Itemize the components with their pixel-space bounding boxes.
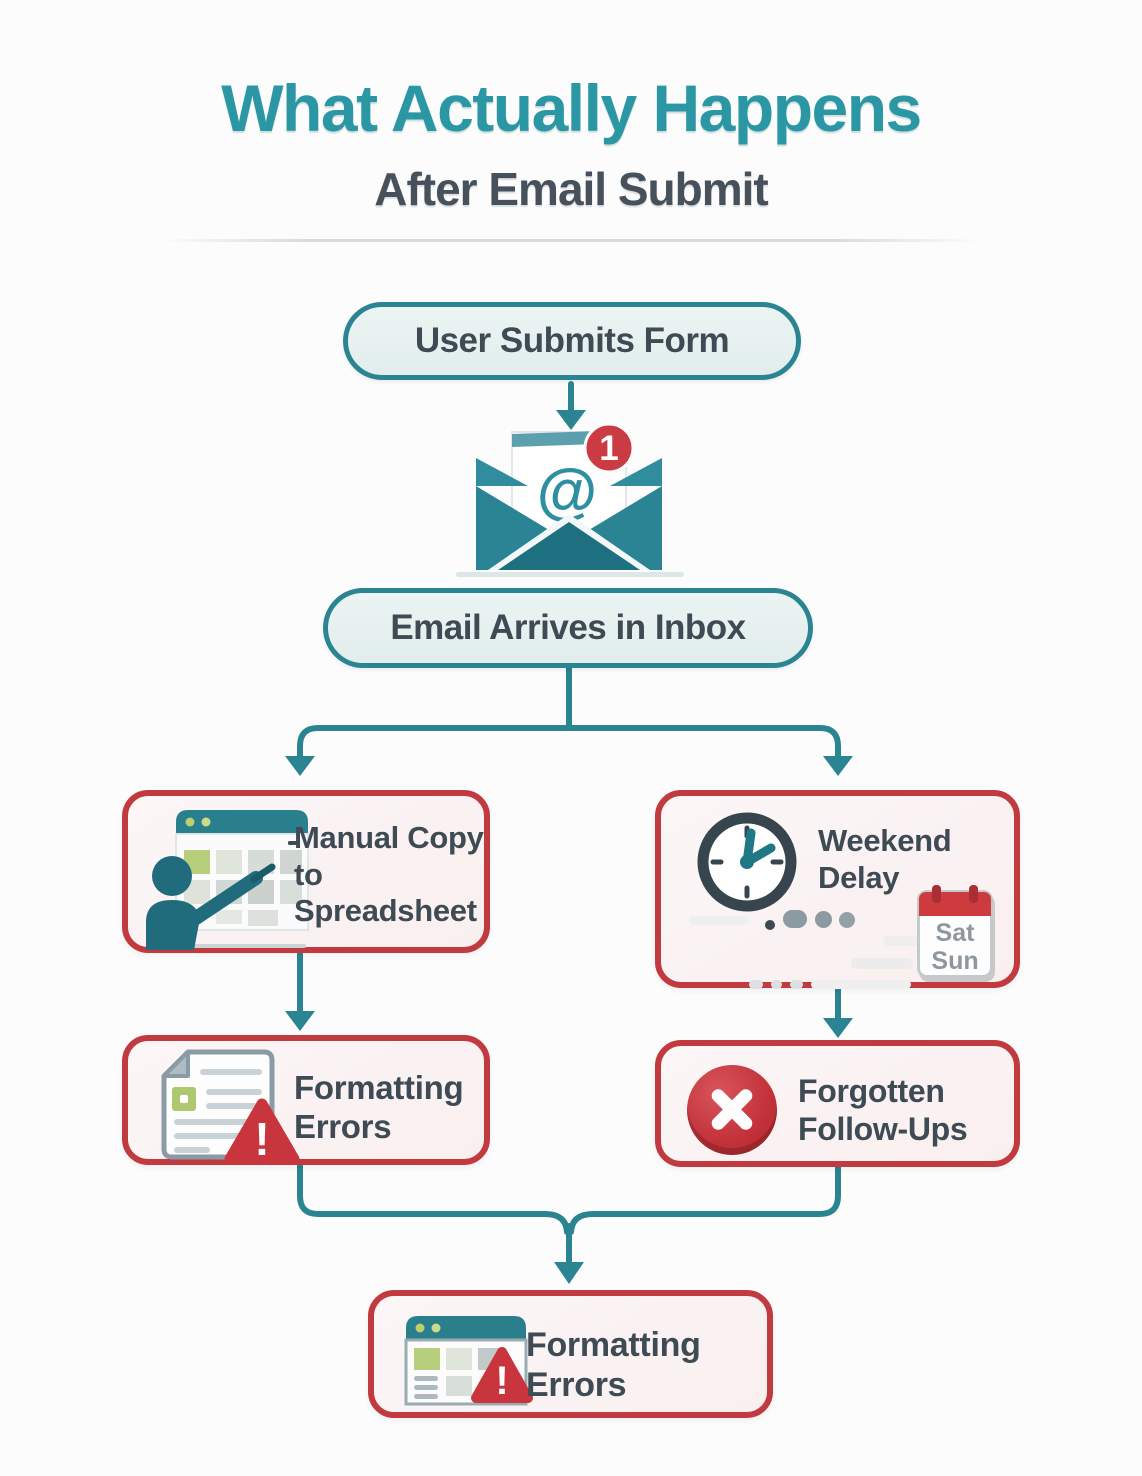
open-envelope-icon (476, 458, 662, 570)
node-weekend-delay: Weekend Delay Sat Sun (655, 790, 1020, 989)
connector-merge-right (568, 1164, 841, 1235)
arrow-weekend-to-followups (823, 1018, 853, 1038)
warning-exclamation: ! (254, 1113, 269, 1165)
envelope-shadow (456, 572, 684, 577)
node-formatting-errors-label: Formatting Errors (294, 1069, 464, 1145)
red-x-circle-icon (687, 1065, 777, 1155)
trailing-dot (783, 910, 807, 928)
node-forgotten-follow-ups-label: Forgotten Follow-Ups (798, 1073, 968, 1147)
node-final-formatting-errors: ! Formatting Errors (368, 1290, 773, 1418)
speed-streak (811, 980, 911, 989)
speed-streak (883, 936, 923, 946)
ellipsis-dash (749, 980, 763, 989)
warning-triangle-icon: ! (224, 1098, 300, 1165)
ellipsis-dash (790, 980, 803, 989)
calendar-day-sun: Sun (931, 947, 979, 975)
calendar-pin (932, 885, 941, 903)
warning-exclamation: ! (495, 1359, 508, 1403)
at-symbol: @ (537, 457, 597, 526)
node-manual-copy-to-spreadsheet: Manual Copy to Spreadsheet (122, 790, 490, 953)
node-user-submits-form-label: User Submits Form (414, 321, 730, 360)
arrow-branch-right (823, 756, 853, 776)
arrow-submit-to-email (556, 410, 586, 430)
arrow-merge-to-final (554, 1262, 584, 1284)
weekend-calendar-icon: Sat Sun (917, 885, 993, 978)
document-warning-icon: ! (161, 1049, 300, 1165)
spreadsheet-person-icon (146, 810, 309, 950)
arrow-manual-to-formatting (285, 1011, 315, 1031)
notification-badge: 1 (583, 422, 635, 474)
trailing-dot (839, 912, 855, 928)
warning-triangle-icon: ! (471, 1347, 533, 1403)
clock-icon (697, 812, 797, 912)
connector-merge-left (297, 1162, 570, 1235)
node-email-arrives-label: Email Arrives in Inbox (390, 608, 746, 647)
notification-badge-count: 1 (599, 429, 618, 468)
email-notification-icon: @ 1 (456, 422, 684, 577)
node-forgotten-follow-ups: Forgotten Follow-Ups (655, 1040, 1020, 1167)
person-silhouette (146, 856, 200, 950)
page-title: What Actually Happens (221, 71, 922, 145)
page-subtitle: After Email Submit (374, 163, 769, 215)
header-divider (160, 239, 980, 242)
ellipsis-dash (771, 980, 782, 989)
calendar-day-sat: Sat (935, 919, 975, 947)
speed-streak (851, 958, 913, 969)
speed-streak (689, 916, 749, 925)
node-weekend-delay-label: Weekend Delay (818, 823, 952, 895)
spreadsheet-warning-icon: ! (404, 1316, 533, 1406)
calendar-header (919, 892, 991, 916)
node-formatting-errors: ! Formatting Errors (122, 1035, 490, 1165)
trailing-dot (815, 911, 832, 928)
node-manual-copy-label: Manual Copy to Spreadsheet (294, 820, 484, 929)
node-final-formatting-errors-label: Formatting Errors (526, 1326, 701, 1405)
connector-branch (297, 725, 841, 761)
node-email-arrives-in-inbox: Email Arrives in Inbox (323, 588, 813, 668)
trailing-dot (765, 920, 775, 930)
arrow-branch-left (285, 756, 315, 776)
node-user-submits-form: User Submits Form (343, 302, 801, 380)
calendar-pin (969, 885, 978, 903)
